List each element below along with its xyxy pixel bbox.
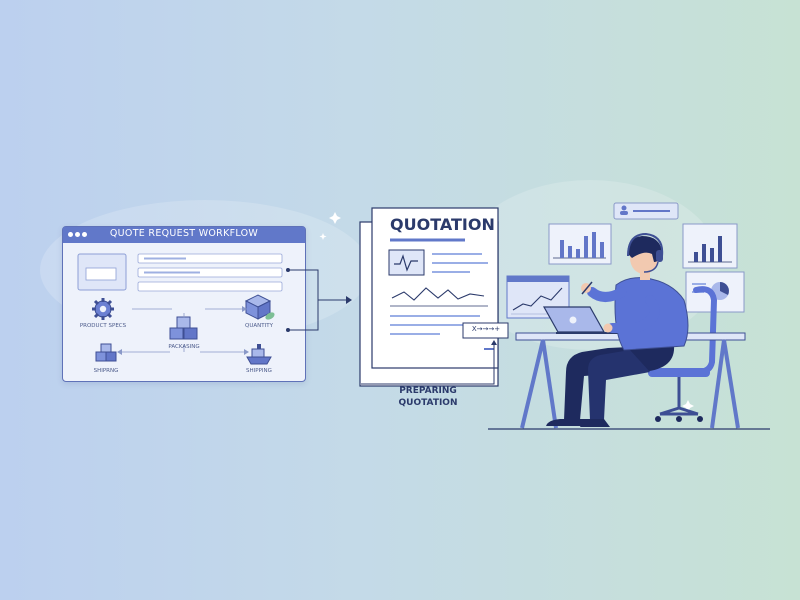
gear-icon — [92, 298, 114, 320]
profile-card — [613, 202, 679, 220]
quotation-title: QUOTATION — [390, 215, 495, 234]
preparing-quotation-caption: PREPARING QUOTATION — [378, 385, 478, 409]
caption-line-2: QUOTATION — [398, 398, 458, 408]
package-box-icon — [244, 294, 275, 320]
node-label-product-specs: PRODUCT SPECS — [79, 323, 127, 329]
boxes-icon — [95, 343, 117, 362]
window-title-bar: QUOTE REQUEST WORKFLOW — [63, 227, 305, 243]
window-dot-icon — [68, 232, 73, 237]
window-dot-icon — [75, 232, 80, 237]
ship-icon — [246, 344, 272, 365]
bar-chart-card — [548, 223, 612, 265]
bar-chart-card — [682, 223, 738, 269]
node-label-shipping-right: SHIPPING — [246, 368, 272, 374]
bracket-connector — [288, 269, 348, 331]
workflow-arrowheads — [117, 306, 249, 355]
laptop-icon — [542, 306, 620, 334]
caption-connector — [361, 342, 495, 385]
workflow-form — [77, 253, 283, 292]
stacked-boxes-icon — [169, 316, 198, 340]
workflow-title: QUOTE REQUEST WORKFLOW — [109, 228, 259, 239]
support-agent-person — [546, 232, 689, 427]
node-label-quantity: QUANTITY — [245, 323, 273, 329]
caption-line-1: PREPARING — [399, 386, 457, 396]
signature-mark: X→→→+ — [471, 325, 501, 333]
sparkle-icon — [319, 212, 694, 412]
window-dot-icon — [82, 232, 87, 237]
connector-ends — [286, 268, 352, 332]
node-label-shipping-left: SHIPRNG — [93, 368, 119, 374]
node-label-packaging: PACKASING — [168, 344, 200, 350]
office-chair — [648, 286, 718, 422]
workflow-connectors — [122, 308, 244, 353]
quotation-document — [359, 207, 509, 387]
caption-arrowhead — [491, 340, 497, 345]
